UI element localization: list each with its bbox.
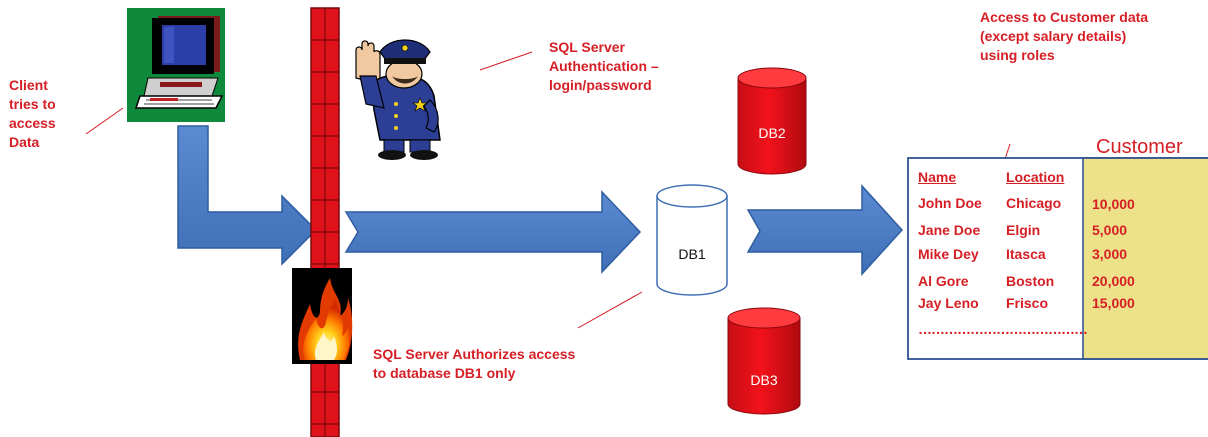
row-name: John Doe — [918, 195, 982, 211]
db2-label: DB2 — [758, 125, 786, 141]
auth-note-line: SQL Server — [549, 39, 626, 55]
customer-table-box — [907, 157, 1208, 360]
row-salary: 3,000 — [1092, 246, 1128, 262]
client-note-line: Data — [9, 134, 40, 150]
firewall-wall — [310, 7, 340, 437]
client-note-line: tries to — [9, 96, 56, 112]
db1-cylinder — [656, 184, 728, 296]
row-name: Al Gore — [918, 273, 969, 289]
computer-icon — [127, 8, 225, 122]
auth-callout-line — [479, 51, 533, 71]
row-salary: 5,000 — [1092, 222, 1128, 238]
db1-label: DB1 — [678, 246, 706, 262]
client-note-line: Client — [9, 77, 48, 93]
authz-callout-line — [577, 291, 643, 329]
db2-cylinder — [737, 67, 807, 175]
auth-note-line: login/password — [549, 77, 652, 93]
fire-icon — [292, 268, 353, 364]
row-location: Boston — [1006, 273, 1055, 289]
client-callout-line — [85, 107, 124, 135]
auth-note-line: Authentication – — [549, 58, 659, 74]
client-note-line: access — [9, 115, 56, 131]
auth-note: SQL Server Authentication – login/passwo… — [549, 38, 659, 95]
db3-cylinder — [727, 307, 801, 415]
row-salary: 10,000 — [1092, 196, 1135, 212]
roles-note-line: using roles — [980, 47, 1055, 63]
roles-note-line: (except salary details) — [980, 28, 1127, 44]
police-officer-icon — [355, 39, 441, 160]
row-salary: 15,000 — [1092, 295, 1135, 311]
row-name: Mike Dey — [918, 246, 979, 262]
row-location: Frisco — [1006, 295, 1049, 311]
authz-note-line: to database DB1 only — [373, 365, 516, 381]
customer-table-title: Customer — [1096, 136, 1183, 158]
client-flow-arrow — [177, 125, 318, 266]
db3-label: DB3 — [750, 372, 778, 388]
authz-note: SQL Server Authorizes access to database… — [373, 345, 575, 383]
row-location: Itasca — [1006, 246, 1046, 262]
row-name: Jane Doe — [918, 222, 981, 238]
row-salary: 20,000 — [1092, 273, 1135, 289]
roles-flow-arrow — [746, 184, 904, 276]
table-header-location: Location — [1006, 169, 1065, 185]
table-header-name: Name — [918, 169, 957, 185]
auth-flow-arrow — [344, 190, 642, 274]
authz-note-line: SQL Server Authorizes access — [373, 346, 576, 362]
roles-note: Access to Customer data (except salary d… — [980, 8, 1148, 65]
row-location: Chicago — [1006, 195, 1062, 211]
roles-note-line: Access to Customer data — [980, 9, 1149, 25]
row-name: Jay Leno — [918, 295, 979, 311]
client-note: Client tries to access Data — [9, 76, 56, 152]
row-location: Elgin — [1006, 222, 1041, 238]
table-ellipsis: ………………………………… — [918, 321, 1088, 337]
